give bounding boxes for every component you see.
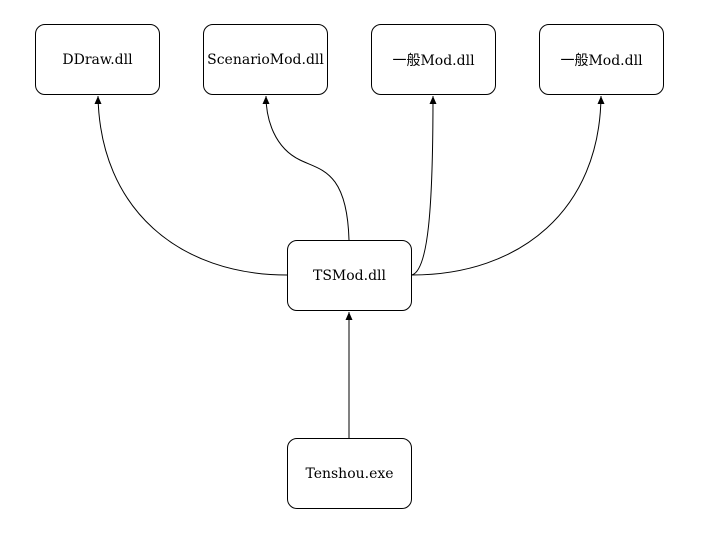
arrowhead-ippan-mod-1: [429, 96, 437, 104]
node-ddraw-dll[interactable]: DDraw.dll: [35, 24, 160, 95]
edge-tsmod-to-ippan-mod-2: [411, 95, 602, 276]
arrowhead-ippan-mod-2: [597, 96, 605, 104]
node-scenario-mod-dll[interactable]: ScenarioMod.dll: [203, 24, 328, 95]
edge-tsmod-to-scenario-mod: [265, 95, 350, 241]
node-tsmod-dll[interactable]: TSMod.dll: [287, 240, 412, 311]
node-label: 一般Mod.dll: [392, 52, 475, 69]
node-label: Tenshou.exe: [305, 465, 394, 482]
node-label: DDraw.dll: [62, 51, 133, 68]
node-label: 一般Mod.dll: [560, 52, 643, 69]
edge-tsmod-to-ddraw: [97, 95, 288, 276]
node-tenshou-exe[interactable]: Tenshou.exe: [287, 438, 412, 509]
node-ippan-mod-dll-1[interactable]: 一般Mod.dll: [371, 24, 496, 95]
node-label: ScenarioMod.dll: [207, 51, 324, 68]
arrowhead-scenario-mod: [262, 96, 270, 104]
node-label: TSMod.dll: [312, 267, 387, 284]
arrowhead-ddraw: [94, 96, 102, 104]
arrowhead-tsmod: [345, 312, 353, 320]
edge-tsmod-to-ippan-mod-1: [411, 95, 434, 276]
node-ippan-mod-dll-2[interactable]: 一般Mod.dll: [539, 24, 664, 95]
